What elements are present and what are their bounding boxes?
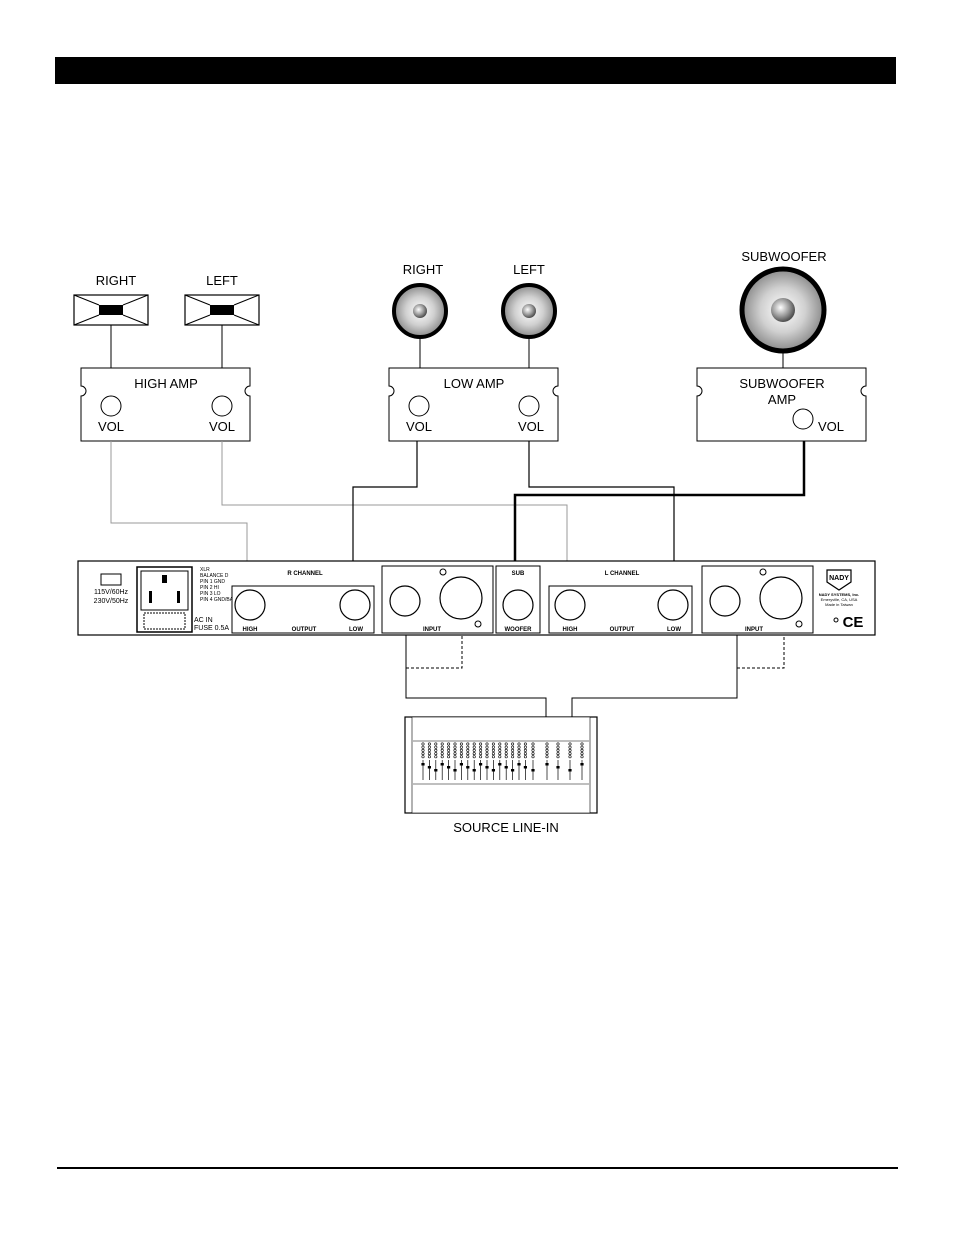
high-right-speaker: RIGHT [73, 273, 149, 326]
subwoofer-amp-label-2: AMP [768, 392, 796, 407]
mixer-channel-strip [427, 742, 431, 780]
mixer-channel-strip [466, 742, 470, 780]
r-low-label: LOW [349, 627, 363, 633]
mixer-channel-strip [498, 742, 502, 780]
woofer-label: WOOFER [505, 627, 533, 633]
company-line-2: Emeryville, CA, USA [821, 597, 858, 602]
svg-text:PIN 2 HI: PIN 2 HI [200, 585, 219, 591]
r-channel-label: R CHANNEL [287, 571, 323, 577]
mixer-channel-strip [485, 742, 489, 780]
ac-in-label: AC IN [194, 617, 213, 624]
low-amp-vol-right: VOL [518, 419, 544, 434]
l-high-label: HIGH [563, 627, 578, 633]
high-left-label: LEFT [206, 273, 238, 288]
mixer-channel-strip [504, 742, 508, 780]
subwoofer-amp-label-1: SUBWOOFER [739, 376, 824, 391]
svg-text:BALANCE D: BALANCE D [200, 573, 229, 579]
mixer-channel-strip [459, 742, 463, 780]
mixer-channel-strips [421, 742, 584, 780]
fuse-label: FUSE 0.5A [194, 625, 229, 632]
svg-text:PIN 1 GND: PIN 1 GND [200, 579, 225, 585]
low-amp-label: LOW AMP [444, 376, 505, 391]
low-amp: LOW AMP VOL VOL [388, 367, 559, 442]
mixer-channel-strip [453, 742, 457, 780]
r-output-label: OUTPUT [292, 627, 317, 633]
mixer-channel-strip [472, 742, 476, 780]
subwoofer-amp: SUBWOOFER AMP VOL [696, 367, 867, 442]
source-mixer [404, 716, 598, 814]
l-channel-label: L CHANNEL [605, 571, 640, 577]
footer-rule [57, 1167, 898, 1169]
header-bar [55, 57, 896, 84]
low-amp-vol-left: VOL [406, 419, 432, 434]
mixer-channel-strip [568, 742, 572, 780]
power-voltage-2: 230V/50Hz [94, 598, 129, 605]
nady-logo: NADY [826, 569, 852, 591]
source-line-in-label: SOURCE LINE-IN [453, 820, 558, 835]
low-right-label: RIGHT [403, 262, 444, 277]
mixer-channel-strip [447, 742, 451, 780]
mixer-channel-strip [434, 742, 438, 780]
high-amp-label: HIGH AMP [134, 376, 198, 391]
low-left-label: LEFT [513, 262, 545, 277]
subwoofer-amp-vol: VOL [818, 419, 844, 434]
svg-text:XLR: XLR [200, 567, 210, 573]
mixer-channel-strip [531, 742, 535, 780]
r-input-label: INPUT [423, 627, 441, 633]
high-amp: HIGH AMP VOL VOL [80, 367, 251, 442]
low-right-speaker: RIGHT [392, 262, 448, 339]
mixer-channel-strip [580, 742, 584, 780]
power-voltage-1: 115V/60Hz [94, 589, 129, 596]
high-left-speaker: LEFT [184, 273, 260, 326]
l-input-label: INPUT [745, 627, 763, 633]
l-output-label: OUTPUT [610, 627, 635, 633]
subwoofer-speaker: SUBWOOFER [739, 249, 827, 354]
sub-label: SUB [512, 571, 525, 577]
r-high-label: HIGH [243, 627, 258, 633]
high-amp-vol-right: VOL [209, 419, 235, 434]
mixer-channel-strip [545, 742, 549, 780]
l-low-label: LOW [667, 627, 681, 633]
svg-text:PIN 4 GND/BAL: PIN 4 GND/BAL [200, 597, 236, 603]
svg-text:NADY: NADY [829, 575, 849, 582]
mixer-channel-strip [511, 742, 515, 780]
mixer-channel-strip [479, 742, 483, 780]
high-amp-vol-left: VOL [98, 419, 124, 434]
low-left-speaker: LEFT [501, 262, 557, 339]
mixer-channel-strip [523, 742, 527, 780]
mixer-channel-strip [440, 742, 444, 780]
mixer-channel-strip [421, 742, 425, 780]
high-right-label: RIGHT [96, 273, 137, 288]
svg-text:PIN 3 LO: PIN 3 LO [200, 591, 221, 597]
mixer-channel-strip [556, 742, 560, 780]
mixer-channel-strip [491, 742, 495, 780]
mixer-channel-strip [517, 742, 521, 780]
subwoofer-label: SUBWOOFER [741, 249, 826, 264]
crossover-rear-panel: 115V/60Hz 230V/50Hz XLR BALANCE D PIN 1 … [77, 560, 876, 636]
company-line-1: NADY SYSTEMS, Inc. [819, 592, 860, 597]
xlr-notes: XLR BALANCE D PIN 1 GND PIN 2 HI PIN 3 L… [200, 567, 236, 603]
ce-mark: CE [843, 614, 864, 631]
company-line-3: Made in Taiwan [825, 602, 853, 607]
